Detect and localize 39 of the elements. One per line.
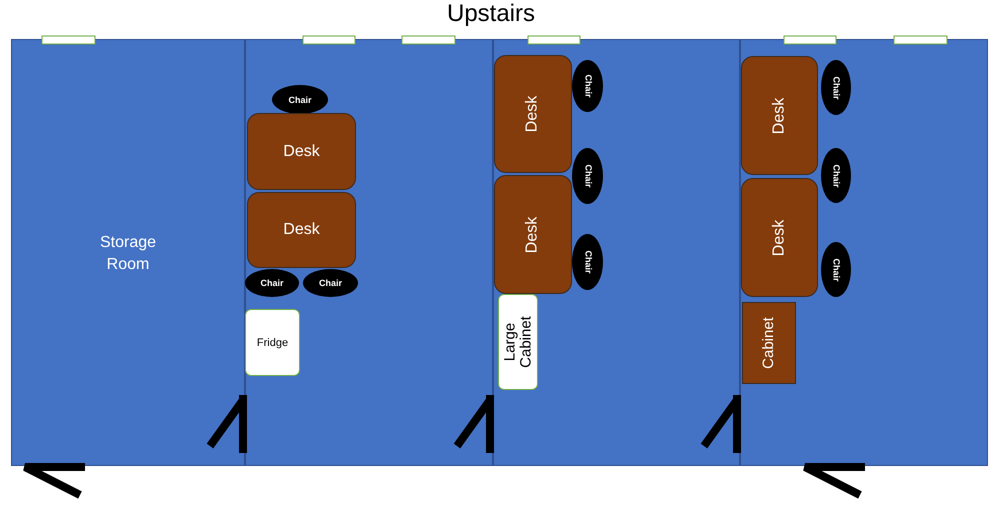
furniture-label: Chair [288,94,312,104]
furniture-label: Cabinet [761,316,777,371]
room-area [245,39,493,466]
desk [247,113,356,190]
appliance [245,309,300,376]
appliance [498,294,538,390]
room [11,39,245,466]
furniture-label: Chair [831,74,841,102]
furniture-label: Desk [771,96,788,136]
furniture-label: Desk [524,94,542,134]
furniture-label: Chair [831,162,841,190]
room-area [740,39,988,466]
furniture-label: Large Cabinet [502,315,534,370]
furniture-label: Desk [283,221,320,239]
furniture-label: Chair [260,278,284,288]
furniture-label: Chair [831,256,841,284]
desk [247,192,356,268]
furniture-label: Fridge [256,336,288,348]
desk [741,56,818,175]
chair [303,269,358,297]
furniture-label: Chair [582,249,592,276]
chair [821,242,851,297]
furniture-label: Desk [524,215,542,255]
room-area [493,39,740,466]
chair [821,148,851,203]
desk [494,175,572,294]
chair [572,60,603,112]
furniture-label: Desk [771,218,788,258]
furniture-label: Chair [318,278,342,288]
furniture-label: Storage Room [98,233,158,276]
title: Upstairs [446,0,536,28]
desk [741,178,818,297]
furniture-label: Chair [582,73,592,100]
chair [245,269,299,297]
cabinet [742,302,796,384]
desk [494,55,572,173]
furniture-label: Desk [283,142,320,160]
chair [821,60,851,115]
furniture-label: Chair [582,163,592,190]
